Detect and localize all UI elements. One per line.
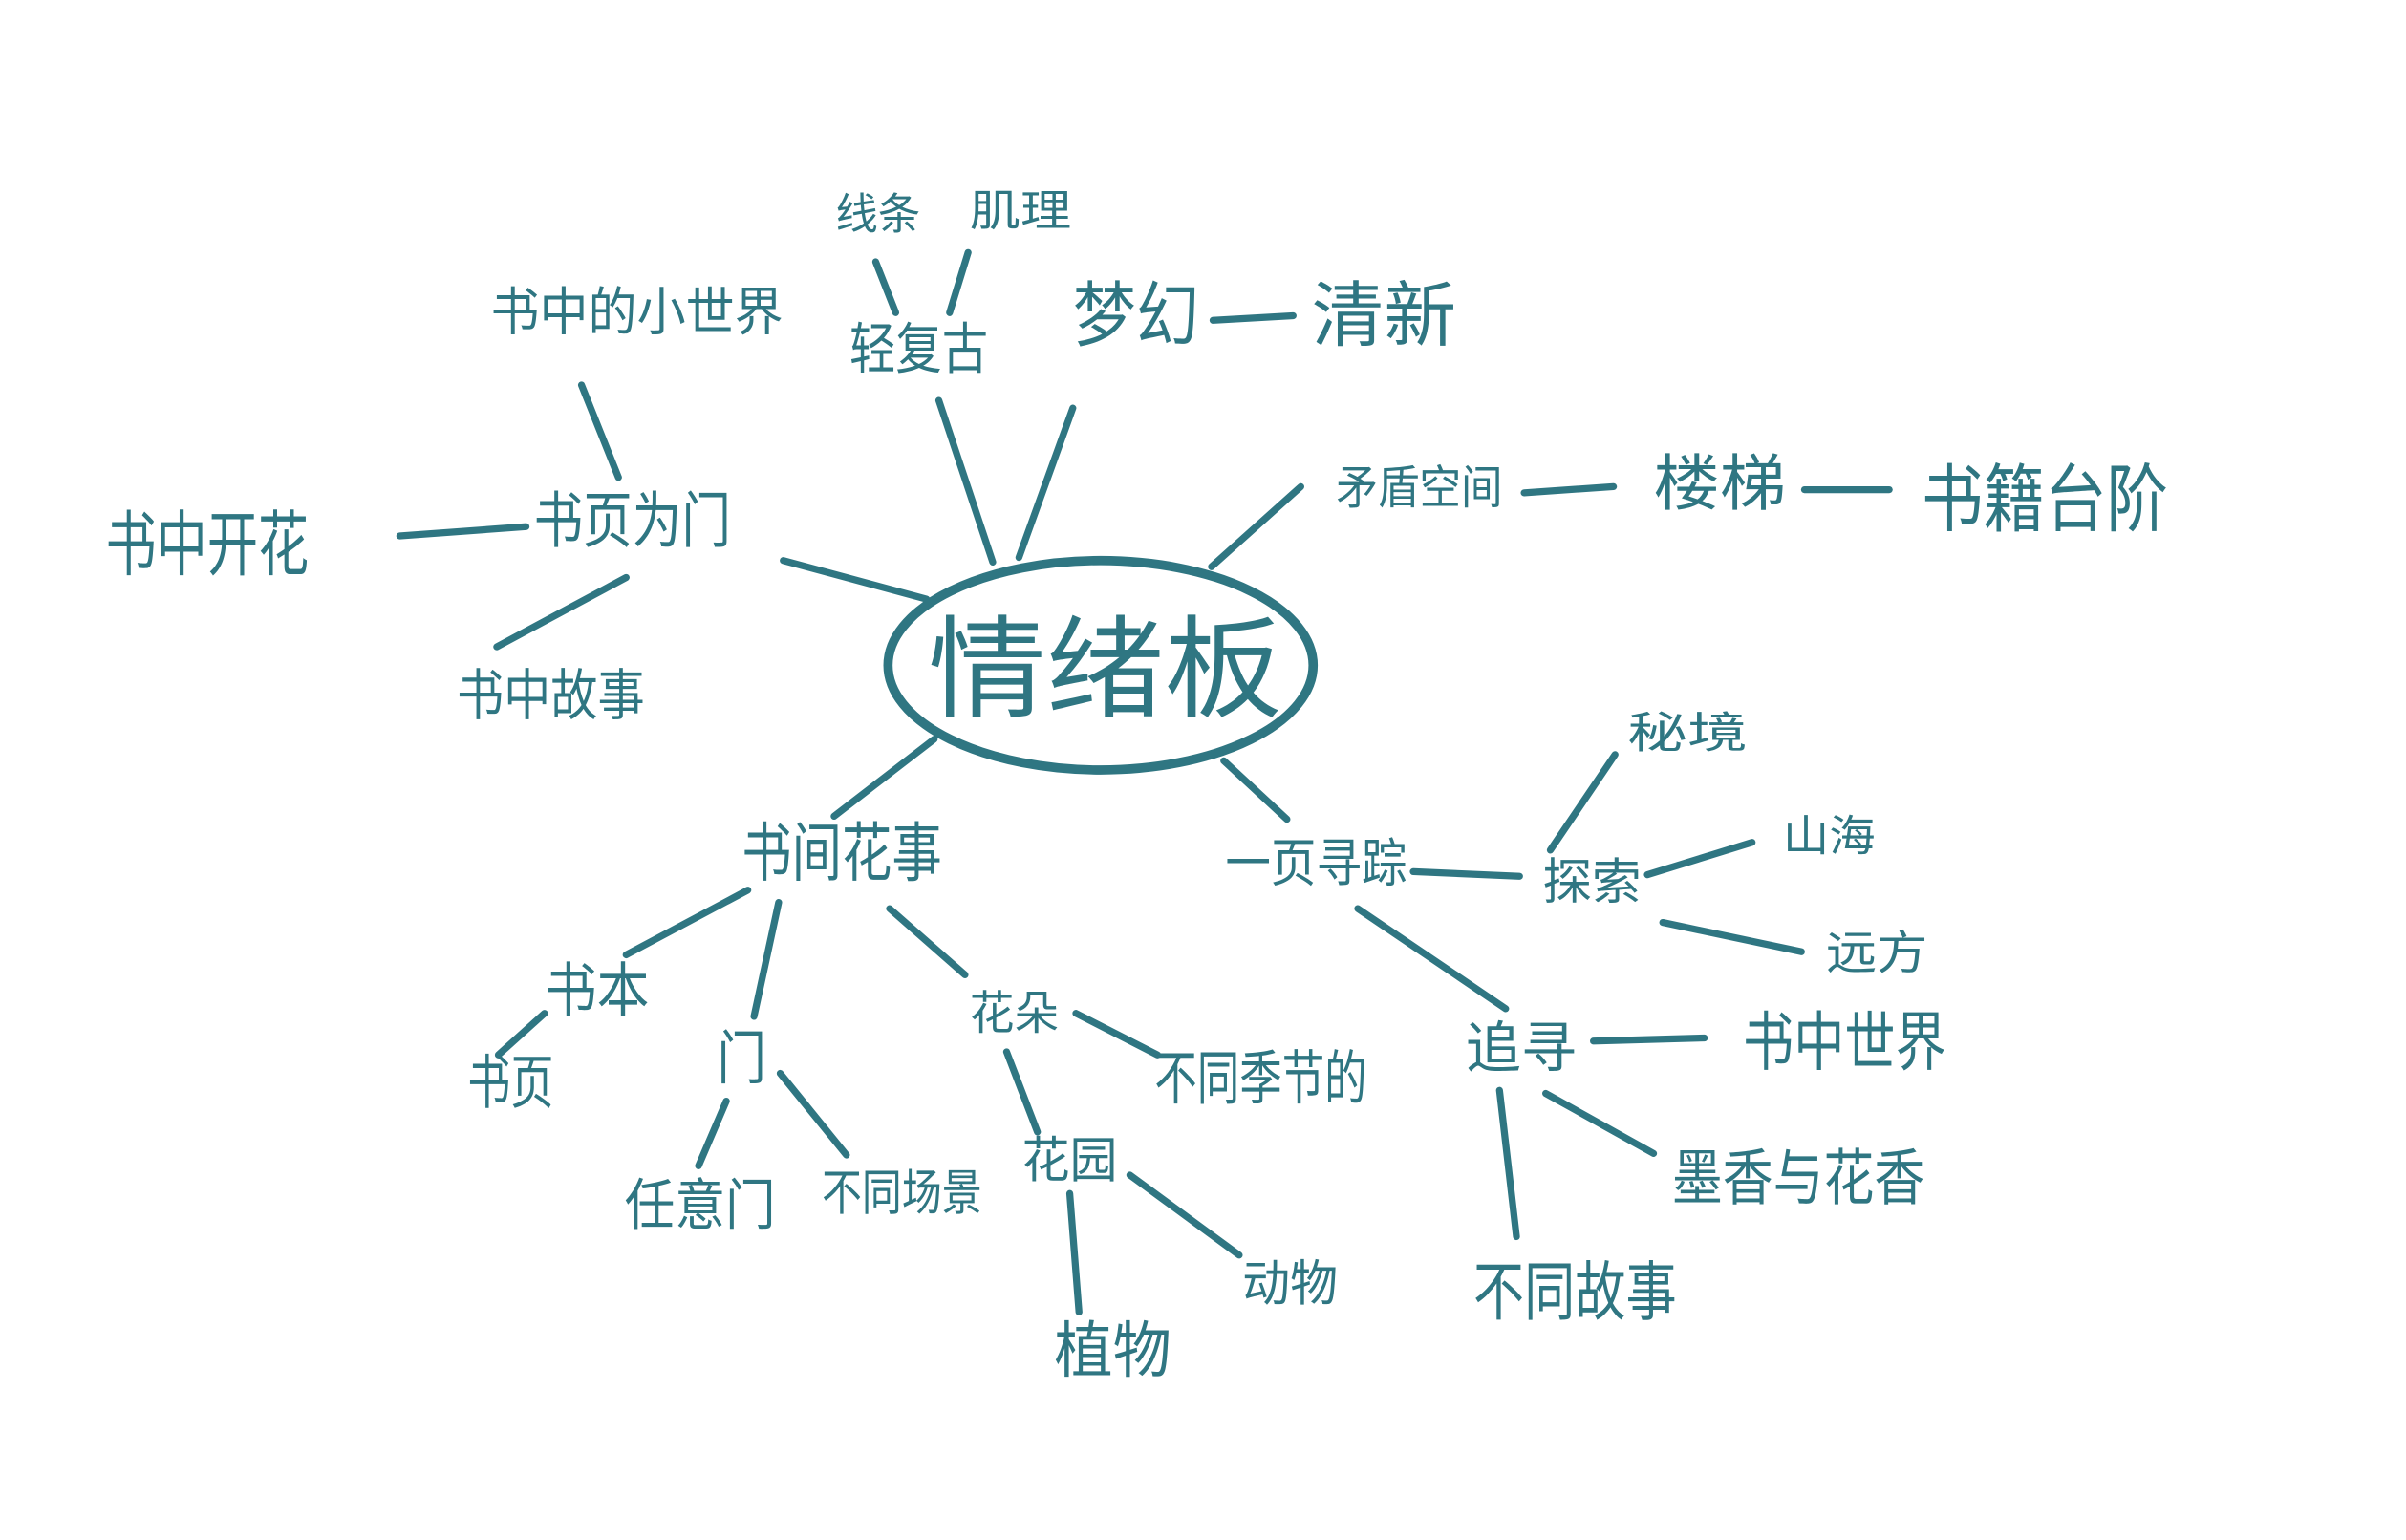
edge-menghuan-qingxin <box>1209 311 1297 324</box>
edge-tansuo-shanhai <box>1643 839 1756 879</box>
node-shuzhongdexiaoshijie: 书中的小世界 <box>490 282 783 343</box>
node-maodunkongjian: 矛盾空间 <box>1336 461 1502 515</box>
edge-shuyeweimen-center <box>780 557 931 603</box>
edge-center-shujianhuashi <box>830 736 938 820</box>
node-butongchangjing: 不同场景 <box>822 1166 982 1223</box>
edge-xunzong-tansuo <box>1409 867 1523 880</box>
edge-zhuixun-shijie <box>1590 1034 1708 1045</box>
node-butonggushi: 不同故事 <box>1473 1254 1677 1330</box>
node-men: 门 <box>717 1025 766 1093</box>
node-louti: 楼梯 <box>1654 449 1787 521</box>
edge-huaduo-jijie <box>1072 1010 1162 1059</box>
edge-men-butongchangjing <box>776 1069 850 1159</box>
edge-shijie-shuyeweimen <box>577 381 622 481</box>
node-tansuo: 探索 <box>1542 854 1641 911</box>
edge-maodun-center <box>1208 482 1304 570</box>
node-jili: 肌理 <box>970 185 1071 236</box>
node-menghuan: 梦幻 <box>1073 275 1199 357</box>
edge-xunzong-zhuixun <box>1354 905 1510 1013</box>
edges <box>396 248 1893 1316</box>
edge-huashi-huaduo <box>886 905 969 979</box>
node-shujianhuashi: 书间花事 <box>741 815 942 890</box>
edge-huayuan-dongwu <box>1126 1171 1243 1259</box>
node-shujitaijie: 书籍台阶 <box>1922 458 2168 544</box>
node-dongwu: 动物 <box>1242 1256 1338 1314</box>
edge-menghuan-center <box>1015 404 1077 562</box>
node-shuzhongshijie: 书中世界 <box>1743 1005 1946 1080</box>
node-yiyexunzong: 一页寻踪 <box>1225 833 1407 894</box>
node-zhiwu: 植物 <box>1054 1315 1171 1387</box>
edge-zhuixun-butonggushi <box>1495 1086 1520 1241</box>
node-shuzhonggushi: 书中故事 <box>457 663 645 728</box>
edge-jili-qingfugu <box>946 248 972 316</box>
node-xiantiao: 线条 <box>836 188 921 239</box>
edge-xiantiao-qingfugu <box>871 258 900 316</box>
nodes: 线条 肌理 轻复古 梦幻 清新 书中的小世界 书页为门 书中开花 书中故事 矛盾… <box>105 185 2167 1387</box>
edge-tansuo-yuanfang <box>1659 918 1805 955</box>
node-qingfugu: 轻复古 <box>849 316 988 381</box>
node-huayuan: 花园 <box>1022 1133 1118 1190</box>
edge-men-renyimen <box>695 1097 730 1169</box>
edge-maodun-louti <box>1520 482 1618 497</box>
center-node: 情绪板 <box>883 555 1319 775</box>
edge-zhuixun-moxiang <box>1542 1089 1658 1158</box>
center-ellipse <box>883 555 1319 775</box>
node-shuyeweimen: 书页为门 <box>534 485 731 557</box>
edge-shuben-shuye <box>494 1010 548 1059</box>
node-zhuixun: 追寻 <box>1466 1016 1577 1080</box>
node-shuzhongkaihua: 书中开花 <box>105 504 309 587</box>
center-label: 情绪板 <box>928 606 1282 735</box>
edge-shuyeweimen-gushi <box>493 573 630 651</box>
node-mijing: 秘境 <box>1627 708 1748 759</box>
edge-kaihua-shuyeweimen <box>396 523 530 540</box>
edge-tansuo-mijing <box>1546 751 1619 854</box>
node-yuanfang: 远方 <box>1826 927 1927 980</box>
edge-huashi-shuben <box>622 887 752 959</box>
node-shuben: 书本 <box>545 957 650 1025</box>
edge-huayuan-zhiwu <box>1065 1189 1083 1316</box>
node-moxiangyuhuaxiang: 墨香与花香 <box>1672 1144 1924 1215</box>
node-shanhai: 山海 <box>1783 811 1876 862</box>
edge-huaduo-huayuan <box>1002 1048 1042 1136</box>
edge-huashi-men <box>750 899 783 1020</box>
node-huaduo: 花朵 <box>970 987 1059 1040</box>
node-qingxin: 清新 <box>1312 275 1457 357</box>
edge-qingfugu-center <box>934 396 997 567</box>
node-renyimen: 任意门 <box>625 1173 776 1238</box>
node-butongjijiede: 不同季节的 <box>1154 1045 1366 1113</box>
node-shuye: 书页 <box>467 1050 553 1118</box>
edge-center-yiyexunzong <box>1220 757 1291 823</box>
